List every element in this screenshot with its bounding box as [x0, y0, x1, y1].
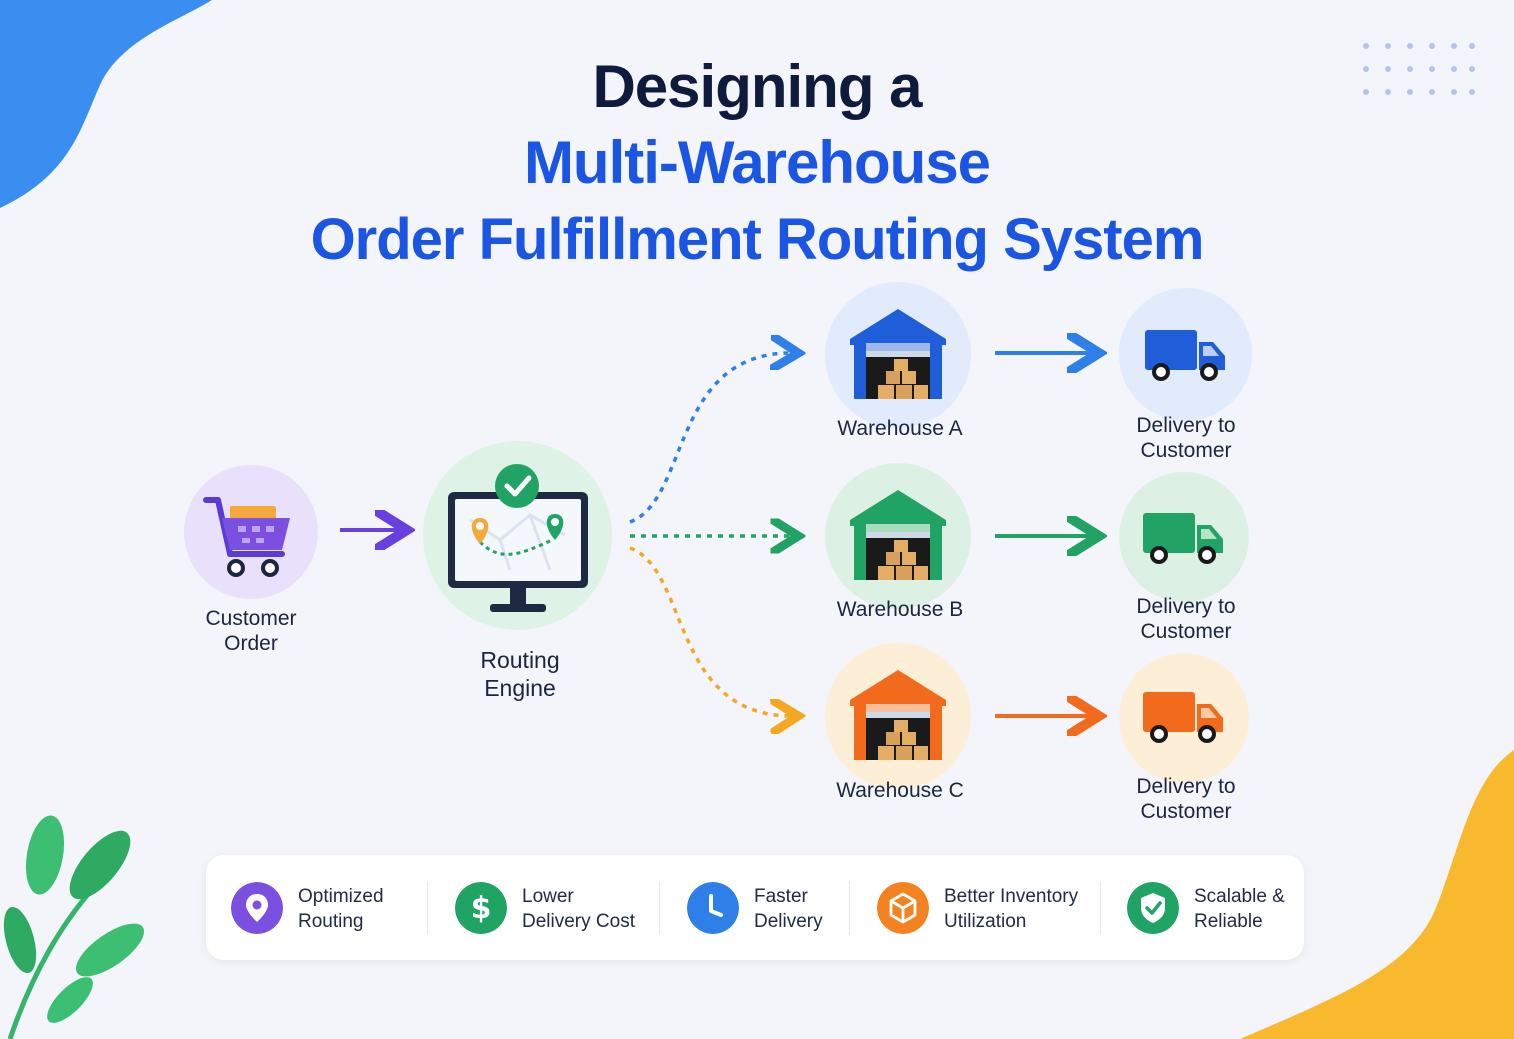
- shield-check-icon: [1127, 882, 1179, 934]
- warehouse-a-label: Warehouse A: [837, 417, 963, 440]
- route-to-warehouse-a: [629, 353, 795, 524]
- warehouse-icon: [850, 490, 946, 580]
- title-line-1: Designing a: [592, 53, 922, 120]
- title-line-2: Multi-Warehouse: [523, 129, 991, 196]
- yellow-blob-decoration: [1240, 750, 1514, 1039]
- customer-order-label: Customer Order: [205, 607, 297, 655]
- route-to-warehouse-c: [629, 546, 795, 716]
- benefit-divider: [1100, 881, 1101, 935]
- routing-engine-label: Routing Engine: [480, 647, 560, 701]
- box-icon: [877, 882, 929, 934]
- warehouse-c-label: Warehouse C: [836, 779, 964, 802]
- delivery-truck-icon: [1143, 692, 1223, 743]
- dollar-icon: $: [455, 882, 507, 934]
- warehouse-b-label: Warehouse B: [836, 598, 964, 621]
- delivery-b-label: Delivery to Customer: [1136, 595, 1236, 643]
- benefit-divider: [849, 881, 850, 935]
- benefit-divider: [427, 881, 428, 935]
- warehouse-icon: [850, 670, 946, 760]
- warehouse-icon: [850, 309, 946, 399]
- dots-decoration: [1363, 43, 1475, 95]
- blue-blob-decoration: [0, 0, 212, 208]
- leaf-plant-decoration: [3, 815, 145, 1039]
- delivery-c-label: Delivery to Customer: [1136, 775, 1236, 823]
- benefit-divider: [659, 881, 660, 935]
- clock-icon: [687, 882, 739, 934]
- title-line-3: Order Fulfillment Routing System: [310, 207, 1205, 272]
- delivery-truck-icon: [1145, 330, 1225, 381]
- delivery-truck-icon: [1143, 513, 1223, 564]
- location-pin-icon: [231, 882, 283, 934]
- monitor-map-icon: [448, 464, 588, 612]
- svg-text:$: $: [471, 891, 492, 926]
- delivery-a-label: Delivery to Customer: [1136, 414, 1236, 462]
- shopping-cart-icon: [203, 497, 290, 577]
